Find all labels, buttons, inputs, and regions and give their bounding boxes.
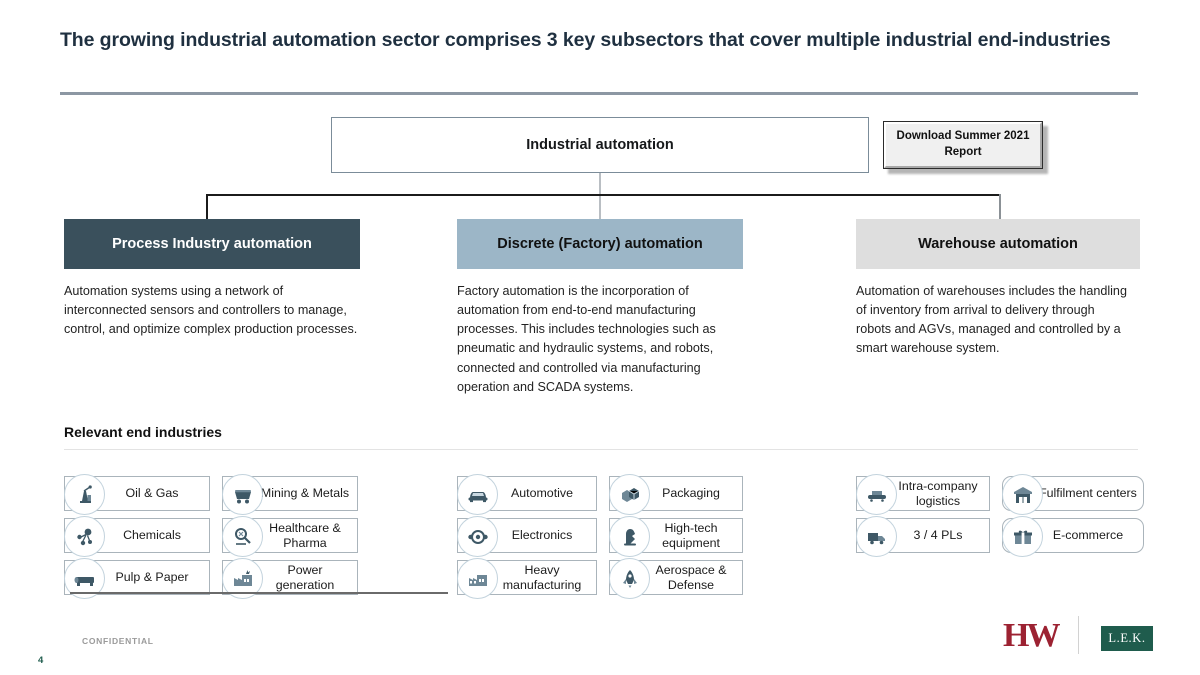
chip-column-right: Mining & Metals Healthcare & Pharma Powe…	[222, 474, 358, 599]
chip-label: E-commerce	[1052, 528, 1124, 543]
chip-healthcare-and-pharma[interactable]: Healthcare & Pharma	[222, 516, 358, 557]
molecule-icon	[64, 516, 105, 557]
chip-label: Pulp & Paper	[115, 570, 189, 585]
lek-logo: L.E.K.	[1101, 626, 1153, 651]
column-header-process: Process Industry automation	[64, 219, 360, 269]
car-icon	[457, 474, 498, 515]
chip-electronics[interactable]: Electronics	[457, 516, 597, 557]
boxes-icon	[609, 474, 650, 515]
chip-label: Heavy manufacturing	[502, 562, 582, 592]
chip-column-left: Intra-company logistics 3 / 4 PLs	[856, 474, 990, 557]
connector-horizontal	[206, 194, 1001, 196]
conveyor-icon	[856, 474, 897, 515]
chip-aerospace-and-defense[interactable]: Aerospace & Defense	[609, 558, 743, 599]
section-title-relevant-end-industries: Relevant end industries	[64, 424, 222, 440]
column-header-discrete: Discrete (Factory) automation	[457, 219, 743, 269]
chip-column-left: Oil & Gas Chemicals Pulp & Paper	[64, 474, 210, 599]
title-divider	[60, 92, 1138, 95]
chip-label: Mining & Metals	[260, 486, 350, 501]
column-header-label: Discrete (Factory) automation	[497, 236, 703, 252]
chip-power-generation[interactable]: Power generation	[222, 558, 358, 599]
delivery-truck-icon	[856, 516, 897, 557]
chip-label: 3 / 4 PLs	[913, 528, 963, 543]
warehouse-icon	[1002, 474, 1043, 515]
download-button-wrapper: Download Summer 2021 Report	[883, 121, 1048, 174]
chip-heavy-manufacturing[interactable]: Heavy manufacturing	[457, 558, 597, 599]
column-discrete-factory: Discrete (Factory) automation Factory au…	[457, 219, 743, 397]
logo-divider	[1078, 616, 1079, 654]
confidential-label: CONFIDENTIAL	[82, 636, 154, 646]
industrial-automation-label: Industrial automation	[526, 137, 674, 153]
chip-packaging[interactable]: Packaging	[609, 474, 743, 515]
column-header-label: Warehouse automation	[918, 236, 1078, 252]
chip-oil-and-gas[interactable]: Oil & Gas	[64, 474, 210, 515]
oil-rig-icon	[64, 474, 105, 515]
chip-column-right: Fulfilment centers E-commerce	[1002, 474, 1144, 557]
industrial-automation-box: Industrial automation	[331, 117, 869, 173]
column-body-process: Automation systems using a network of in…	[64, 284, 358, 337]
column-header-label: Process Industry automation	[112, 236, 312, 252]
connector-drop-right	[999, 194, 1001, 219]
chip-e-commerce[interactable]: E-commerce	[1002, 516, 1144, 557]
chip-label: Oil & Gas	[125, 486, 179, 501]
column-process-industry: Process Industry automation Automation s…	[64, 219, 360, 339]
column-header-warehouse: Warehouse automation	[856, 219, 1140, 269]
chip-group-process: Oil & Gas Chemicals Pulp & Paper Mining …	[64, 474, 358, 599]
connector-vertical-center	[599, 173, 601, 243]
chip-pulp-and-paper[interactable]: Pulp & Paper	[64, 558, 210, 599]
column-body-discrete: Factory automation is the incorporation …	[457, 284, 716, 394]
circuit-chip-icon	[457, 516, 498, 557]
chip-intra-company-logistics[interactable]: Intra-company logistics	[856, 474, 990, 515]
chip-column-right: Packaging High-tech equipment Aerospace …	[609, 474, 743, 599]
chip-chemicals[interactable]: Chemicals	[64, 516, 210, 557]
chip-label: Packaging	[662, 486, 720, 501]
device-icon	[609, 516, 650, 557]
column-warehouse: Warehouse automation Automation of wareh…	[856, 219, 1140, 359]
chip-group-discrete: Automotive Electronics Heavy manufacturi…	[457, 474, 743, 599]
gift-box-icon	[1002, 516, 1043, 557]
chip-automotive[interactable]: Automotive	[457, 474, 597, 515]
download-report-button[interactable]: Download Summer 2021 Report	[883, 121, 1043, 169]
mining-truck-icon	[222, 474, 263, 515]
connector-drop-left	[206, 194, 208, 219]
chip-label: Fulfilment centers	[1039, 486, 1137, 501]
chip-3-4-pls[interactable]: 3 / 4 PLs	[856, 516, 990, 557]
chip-label: Aerospace & Defense	[655, 562, 727, 592]
rocket-icon	[609, 558, 650, 599]
chip-label: Automotive	[511, 486, 573, 501]
chip-label: Electronics	[511, 528, 573, 543]
chip-label: Power generation	[275, 562, 335, 592]
chip-label: Healthcare & Pharma	[269, 520, 341, 550]
chip-label: High-tech equipment	[662, 520, 720, 550]
microscope-icon	[222, 516, 263, 557]
chip-group-warehouse: Intra-company logistics 3 / 4 PLs Fulfil…	[856, 474, 1144, 557]
chip-fulfilment-centers[interactable]: Fulfilment centers	[1002, 474, 1144, 515]
chip-label: Intra-company logistics	[898, 478, 978, 508]
chip-high-tech-equipment[interactable]: High-tech equipment	[609, 516, 743, 557]
hw-logo: HW	[1003, 617, 1060, 654]
chip-column-left: Automotive Electronics Heavy manufacturi…	[457, 474, 597, 599]
page-title: The growing industrial automation sector…	[60, 29, 1111, 51]
chip-mining-and-metals[interactable]: Mining & Metals	[222, 474, 358, 515]
chip-label: Chemicals	[123, 528, 181, 543]
factory-icon	[457, 558, 498, 599]
column-body-warehouse: Automation of warehouses includes the ha…	[856, 284, 1127, 356]
page-number: 4	[38, 655, 44, 666]
connector-line-pulp-paper	[70, 592, 448, 594]
section-divider	[64, 449, 1138, 450]
